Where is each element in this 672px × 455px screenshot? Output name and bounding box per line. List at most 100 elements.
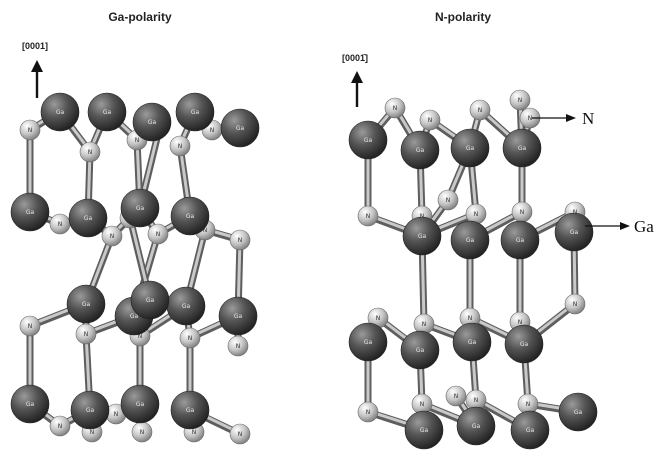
ga-atom: Ga	[40, 92, 80, 132]
n-atom: N	[411, 393, 433, 415]
svg-text:N: N	[376, 315, 381, 322]
n-atom: N	[147, 223, 169, 245]
n-atom: N	[19, 315, 41, 337]
ga-polarity-lattice: NNNNNNNNNNNNNNNNNNNNNNNGaGaGaGaGaGaGaGaG…	[10, 92, 260, 445]
ga-atom: Ga	[10, 384, 50, 424]
svg-text:N: N	[366, 213, 371, 220]
n-atom: N	[19, 119, 41, 141]
svg-text:N: N	[478, 107, 483, 114]
ga-atom-label: Ga	[634, 217, 654, 236]
n-atom: N	[509, 89, 531, 111]
svg-text:N: N	[178, 143, 183, 150]
svg-text:Ga: Ga	[182, 303, 191, 310]
svg-text:N: N	[28, 323, 33, 330]
ga-atom: Ga	[170, 390, 210, 430]
svg-text:N: N	[140, 429, 145, 436]
svg-text:N: N	[236, 343, 241, 350]
n-atom: N	[384, 97, 406, 119]
ga-atom: Ga	[504, 324, 544, 364]
svg-text:N: N	[156, 231, 161, 238]
svg-text:N: N	[393, 105, 398, 112]
n-direction-label: [0001̄]	[342, 53, 368, 63]
ga-atom: Ga	[402, 216, 442, 256]
svg-text:Ga: Ga	[130, 313, 139, 320]
svg-text:N: N	[28, 127, 33, 134]
n-atom: N	[357, 401, 379, 423]
ga-atom: Ga	[348, 120, 388, 160]
ga-atom: Ga	[68, 198, 108, 238]
svg-text:Ga: Ga	[526, 427, 535, 434]
ga-atom: Ga	[220, 108, 260, 148]
ga-atom: Ga	[166, 286, 206, 326]
n-atom: N	[179, 327, 201, 349]
svg-text:Ga: Ga	[466, 145, 475, 152]
svg-text:N: N	[90, 429, 95, 436]
ga-atom: Ga	[10, 192, 50, 232]
svg-text:Ga: Ga	[574, 409, 583, 416]
n-atom: N	[465, 203, 487, 225]
svg-text:N: N	[454, 393, 459, 400]
n-atom: N	[419, 109, 441, 131]
svg-text:Ga: Ga	[26, 209, 35, 216]
n-atom: N	[469, 99, 491, 121]
n-atom: N	[227, 335, 249, 357]
svg-text:Ga: Ga	[136, 401, 145, 408]
svg-text:N: N	[446, 197, 451, 204]
svg-text:Ga: Ga	[472, 423, 481, 430]
n-atom: N	[169, 135, 191, 157]
svg-text:N: N	[428, 117, 433, 124]
ga-atom: Ga	[400, 330, 440, 370]
ga-atom: Ga	[132, 102, 172, 142]
svg-text:N: N	[203, 227, 208, 234]
n-atom: N	[229, 229, 251, 251]
svg-text:Ga: Ga	[416, 347, 425, 354]
svg-text:N: N	[526, 401, 531, 408]
n-polarity-title: N-polarity	[435, 10, 491, 24]
svg-text:N: N	[518, 97, 523, 104]
svg-text:N: N	[366, 409, 371, 416]
svg-text:Ga: Ga	[468, 339, 477, 346]
svg-text:Ga: Ga	[236, 125, 245, 132]
n-atom: N	[229, 423, 251, 445]
svg-text:N: N	[420, 213, 425, 220]
ga-atom: Ga	[87, 92, 127, 132]
ga-atom: Ga	[120, 188, 160, 228]
svg-text:Ga: Ga	[103, 109, 112, 116]
svg-text:N: N	[474, 397, 479, 404]
svg-text:Ga: Ga	[191, 109, 200, 116]
right-arrow-icon	[532, 114, 576, 122]
ga-atom: Ga	[70, 390, 110, 430]
svg-text:N: N	[238, 431, 243, 438]
ga-atom: Ga	[450, 220, 490, 260]
svg-text:Ga: Ga	[84, 215, 93, 222]
svg-text:N: N	[110, 233, 115, 240]
svg-text:N: N	[474, 211, 479, 218]
ga-atom: Ga	[66, 284, 106, 324]
svg-text:Ga: Ga	[186, 213, 195, 220]
ga-atom: Ga	[404, 410, 444, 450]
svg-text:N: N	[192, 429, 197, 436]
ga-polarity-title: Ga-polarity	[108, 10, 172, 24]
svg-text:N: N	[528, 115, 533, 122]
svg-text:N: N	[573, 301, 578, 308]
svg-text:N: N	[422, 321, 427, 328]
ga-atom: Ga	[348, 322, 388, 362]
svg-text:Ga: Ga	[570, 229, 579, 236]
svg-text:Ga: Ga	[420, 427, 429, 434]
svg-text:Ga: Ga	[82, 301, 91, 308]
svg-text:Ga: Ga	[148, 119, 157, 126]
svg-text:N: N	[238, 237, 243, 244]
ga-atom: Ga	[400, 130, 440, 170]
ga-atom: Ga	[456, 406, 496, 446]
n-atom: N	[101, 225, 123, 247]
svg-text:N: N	[58, 423, 63, 430]
svg-text:N: N	[573, 209, 578, 216]
ga-atom: Ga	[502, 128, 542, 168]
svg-text:N: N	[114, 411, 119, 418]
n-atom: N	[49, 213, 71, 235]
svg-text:N: N	[88, 149, 93, 156]
n-atom: N	[511, 201, 533, 223]
svg-text:Ga: Ga	[466, 237, 475, 244]
svg-text:N: N	[84, 331, 89, 338]
